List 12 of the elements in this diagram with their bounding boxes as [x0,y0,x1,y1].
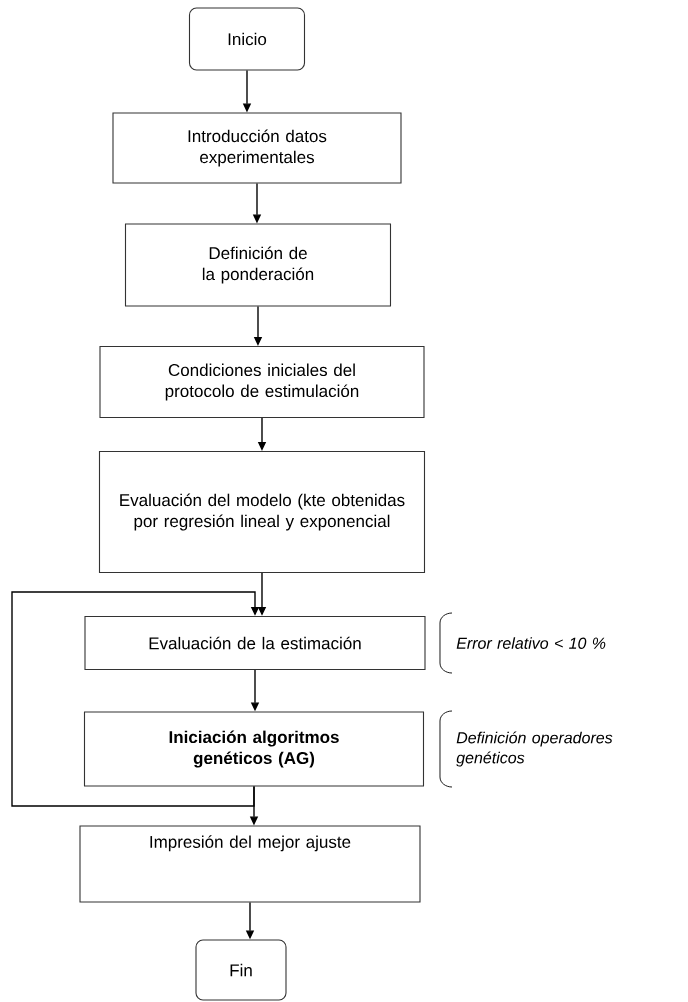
feedback-arrow [11,591,260,807]
process-box: Definición de la ponderación [124,223,392,307]
process-box: Condiciones iniciales del protocolo de estimulación [99,345,425,419]
annotation-text: Definición operadores genéticos [456,731,613,767]
process-box: Iniciación algoritmos genéticos (AG) [83,711,425,787]
process-box: Impresión del mejor ajuste [79,825,421,903]
terminal-box: Fin [195,939,287,1001]
process-box: Evaluación de la estimación [84,615,426,671]
annotation-text: Error relativo < 10 % [456,637,606,649]
process-box: Introducción datos experimentales [112,112,402,184]
process-box: Evaluación del modelo (kte obtenidas por regresión lineal y exponencial [98,450,426,574]
terminal-box: Inicio [188,7,306,71]
